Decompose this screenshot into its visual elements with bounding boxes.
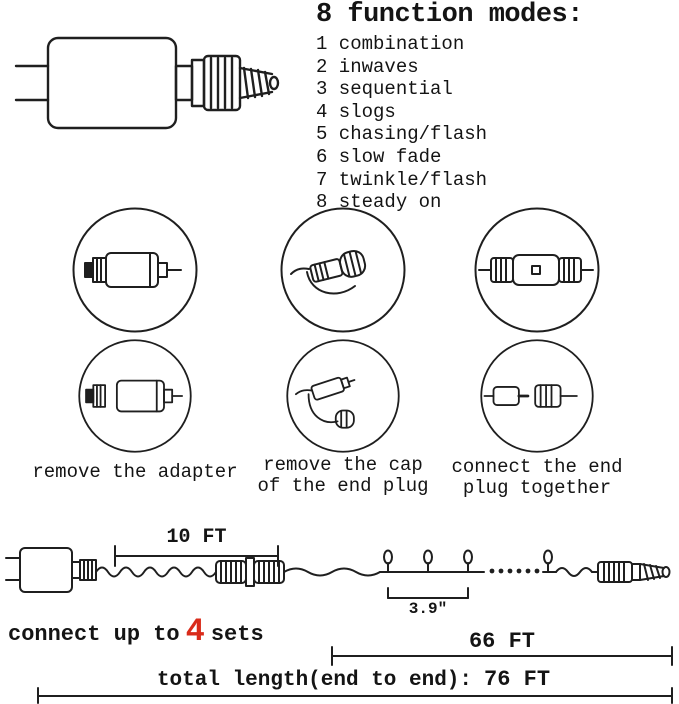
connect-count: 4	[185, 613, 205, 650]
adapter-removed-icon	[78, 339, 192, 453]
end-plug-cap-on-icon	[280, 207, 406, 333]
total-length-label: total length(end to end):	[156, 669, 473, 692]
label-10ft: 10 FT	[166, 526, 227, 549]
step-caption-connect-plugs: connect the end plug together	[451, 456, 623, 499]
mode-item: 4 slogs	[316, 100, 396, 123]
function-modes-title: 8 function modes:	[316, 0, 583, 30]
plugs-connected-icon	[474, 207, 600, 333]
mode-item: 1 combination	[316, 33, 465, 55]
step-caption-remove-adapter: remove the adapter	[32, 461, 238, 483]
mode-item: 6 slow fade	[316, 145, 442, 168]
connect-prefix: connect up to	[8, 622, 180, 647]
label-66ft: 66 FT	[468, 629, 535, 654]
end-plug-cap-off-icon	[286, 339, 400, 453]
mode-item: 5 chasing/flash	[316, 123, 488, 146]
label-bulb-spacing: 3.9"	[408, 600, 448, 618]
total-length-text: total length(end to end): 76 FT	[35, 667, 672, 692]
plugs-connecting-icon	[480, 339, 594, 453]
total-length-value: 76 FT	[484, 667, 551, 692]
adapter-attached-icon	[72, 207, 198, 333]
power-adapter-illustration	[14, 36, 280, 130]
function-modes-section: 8 function modes: 1 combination 2 inwave…	[316, 0, 676, 214]
mode-item: 3 sequential	[316, 78, 453, 101]
step-caption-remove-cap: remove the cap of the end plug	[257, 454, 429, 497]
light-string-diagram	[5, 545, 673, 704]
mode-item: 2 inwaves	[316, 55, 419, 78]
connect-suffix: sets	[210, 622, 264, 647]
mode-item: 7 twinkle/flash	[316, 168, 488, 191]
